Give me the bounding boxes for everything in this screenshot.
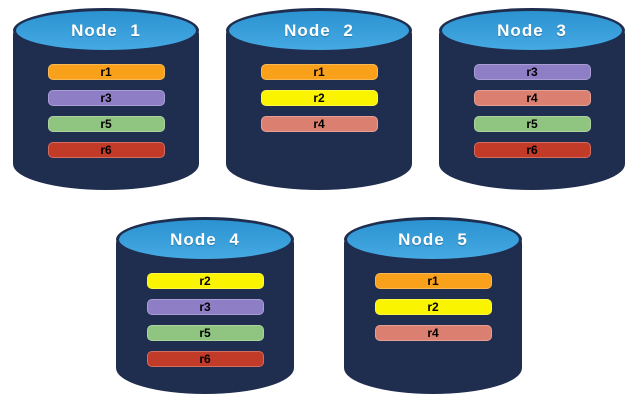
cylinder-body [439,30,625,190]
replica-bar-r4: r4 [473,90,591,106]
cylinder-body [226,30,412,190]
replica-bar-r4: r4 [374,325,492,341]
replica-bar-r6: r6 [146,351,264,367]
replica-bar-r2: r2 [146,273,264,289]
db-node-cylinder-3: Node 3 r3 r4 r5 r6 [439,8,625,190]
database-cylinder-top-icon: Node 2 [226,8,412,53]
cylinder-body [116,239,294,394]
node-row-2: Node 4 r2 r3 r5 r6 Node 5 r1 r2 r4 [0,217,638,394]
replica-list: r1 r3 r5 r6 [13,64,199,158]
replica-bar-r1: r1 [260,64,378,80]
replica-bar-r2: r2 [260,90,378,106]
node-label: Node 1 [71,20,141,40]
node-label: Node 3 [497,20,567,40]
db-node-cylinder-4: Node 4 r2 r3 r5 r6 [116,217,294,394]
db-node-cylinder-2: Node 2 r1 r2 r4 [226,8,412,190]
db-node-cylinder-1: Node 1 r1 r3 r5 r6 [13,8,199,190]
database-cylinder-top-icon: Node 4 [116,217,294,262]
cylinder-body [344,239,522,394]
replica-bar-r3: r3 [473,64,591,80]
cylinder-body [13,30,199,190]
replica-bar-r4: r4 [260,116,378,132]
node-label: Node 4 [170,229,240,249]
replica-list: r1 r2 r4 [226,64,412,132]
database-cylinder-top-icon: Node 1 [13,8,199,53]
replica-bar-r6: r6 [47,142,165,158]
replica-bar-r3: r3 [146,299,264,315]
db-node-cylinder-5: Node 5 r1 r2 r4 [344,217,522,394]
database-cylinder-top-icon: Node 3 [439,8,625,53]
database-cylinder-top-icon: Node 5 [344,217,522,262]
replica-list: r2 r3 r5 r6 [116,273,294,367]
replica-list: r1 r2 r4 [344,273,522,341]
replica-list: r3 r4 r5 r6 [439,64,625,158]
replica-bar-r5: r5 [146,325,264,341]
replica-bar-r5: r5 [47,116,165,132]
node-label: Node 2 [284,20,354,40]
replica-bar-r3: r3 [47,90,165,106]
replica-bar-r5: r5 [473,116,591,132]
replica-bar-r1: r1 [47,64,165,80]
node-label: Node 5 [398,229,468,249]
replica-bar-r6: r6 [473,142,591,158]
replica-bar-r2: r2 [374,299,492,315]
replica-bar-r1: r1 [374,273,492,289]
